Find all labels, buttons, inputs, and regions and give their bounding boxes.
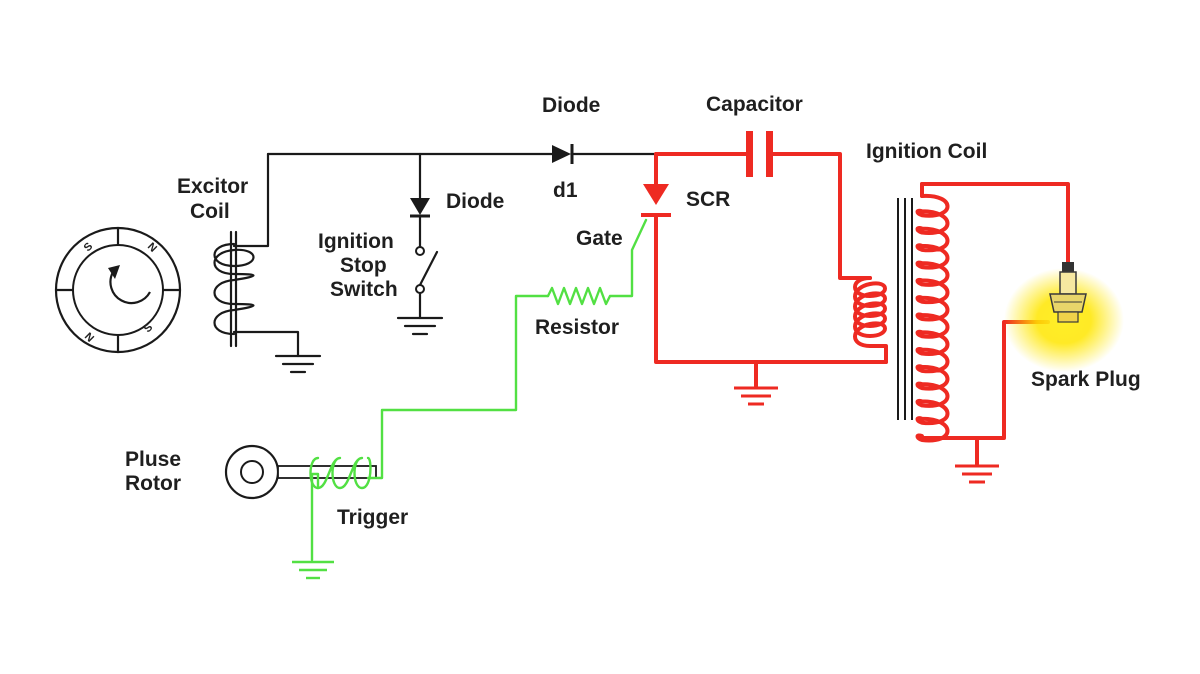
label-d1: d1	[553, 179, 578, 202]
ground-symbol	[396, 316, 444, 336]
trigger-coil	[309, 294, 550, 562]
label-diode-top: Diode	[542, 94, 600, 117]
ignition-coil	[853, 182, 1070, 443]
label-capacitor: Capacitor	[706, 93, 803, 116]
label-ignition-coil: Ignition Coil	[866, 140, 987, 163]
label-ignition-stop-1: Ignition	[318, 230, 394, 253]
magnet-pole-4: S	[142, 321, 156, 335]
label-ignition-stop-3: Switch	[330, 278, 398, 301]
label-pulse-rotor-1: Pluse	[125, 448, 181, 471]
flywheel-magneto: S N N S	[54, 226, 182, 354]
label-scr: SCR	[686, 188, 730, 211]
ground-symbol	[292, 560, 334, 580]
capacitor	[654, 131, 872, 280]
label-excitor-coil-2: Coil	[190, 200, 230, 223]
label-ignition-stop-2: Stop	[340, 254, 387, 277]
label-spark-plug: Spark Plug	[1031, 368, 1141, 391]
diode-d1	[552, 144, 658, 164]
label-resistor: Resistor	[535, 316, 619, 339]
ground-symbol	[734, 360, 778, 406]
label-gate: Gate	[576, 227, 623, 250]
ignition-stop-switch	[415, 246, 439, 320]
ground-symbol	[274, 354, 322, 374]
excitor-coil	[213, 152, 300, 358]
rotation-arrow-icon	[108, 265, 151, 305]
label-diode-branch: Diode	[446, 190, 504, 213]
spark-plug	[1004, 262, 1124, 372]
label-trigger: Trigger	[337, 506, 408, 529]
pulse-rotor	[224, 444, 377, 500]
resistor	[546, 218, 648, 306]
diode-branch	[410, 152, 430, 249]
ignition-coil-secondary-winding	[915, 193, 950, 443]
label-pulse-rotor-2: Rotor	[125, 472, 181, 495]
scr-thyristor	[641, 152, 888, 364]
label-excitor-coil-1: Excitor	[177, 175, 248, 198]
